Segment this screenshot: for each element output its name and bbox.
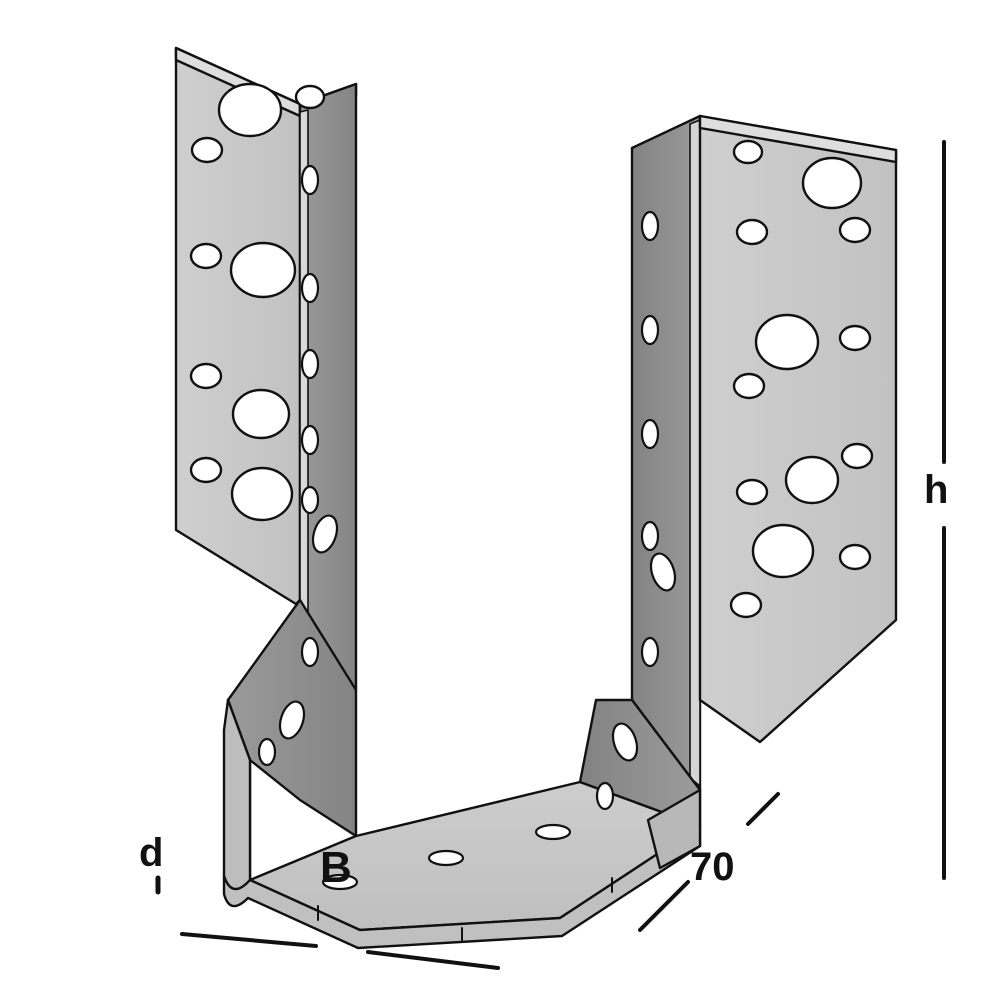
right-web-holes: [595, 210, 677, 811]
right-lower-leg: [578, 698, 702, 828]
saddle-holes: [321, 823, 572, 891]
right-web-plate: [630, 114, 702, 792]
dimension-label-70: 70: [690, 845, 735, 889]
dimension-label-d: d: [139, 831, 164, 875]
right-flange-holes: [729, 139, 874, 619]
dimension-label-B: B: [320, 843, 352, 892]
dimension-line-B: [180, 932, 500, 970]
saddle-base: [222, 780, 702, 950]
left-flange-holes: [189, 82, 326, 522]
dimension-label-h: h: [924, 468, 949, 512]
left-web-holes: [257, 164, 339, 767]
right-bottom-bend: [646, 788, 702, 870]
dimension-line-70: [638, 792, 780, 932]
right-flange-plate: [698, 114, 898, 744]
